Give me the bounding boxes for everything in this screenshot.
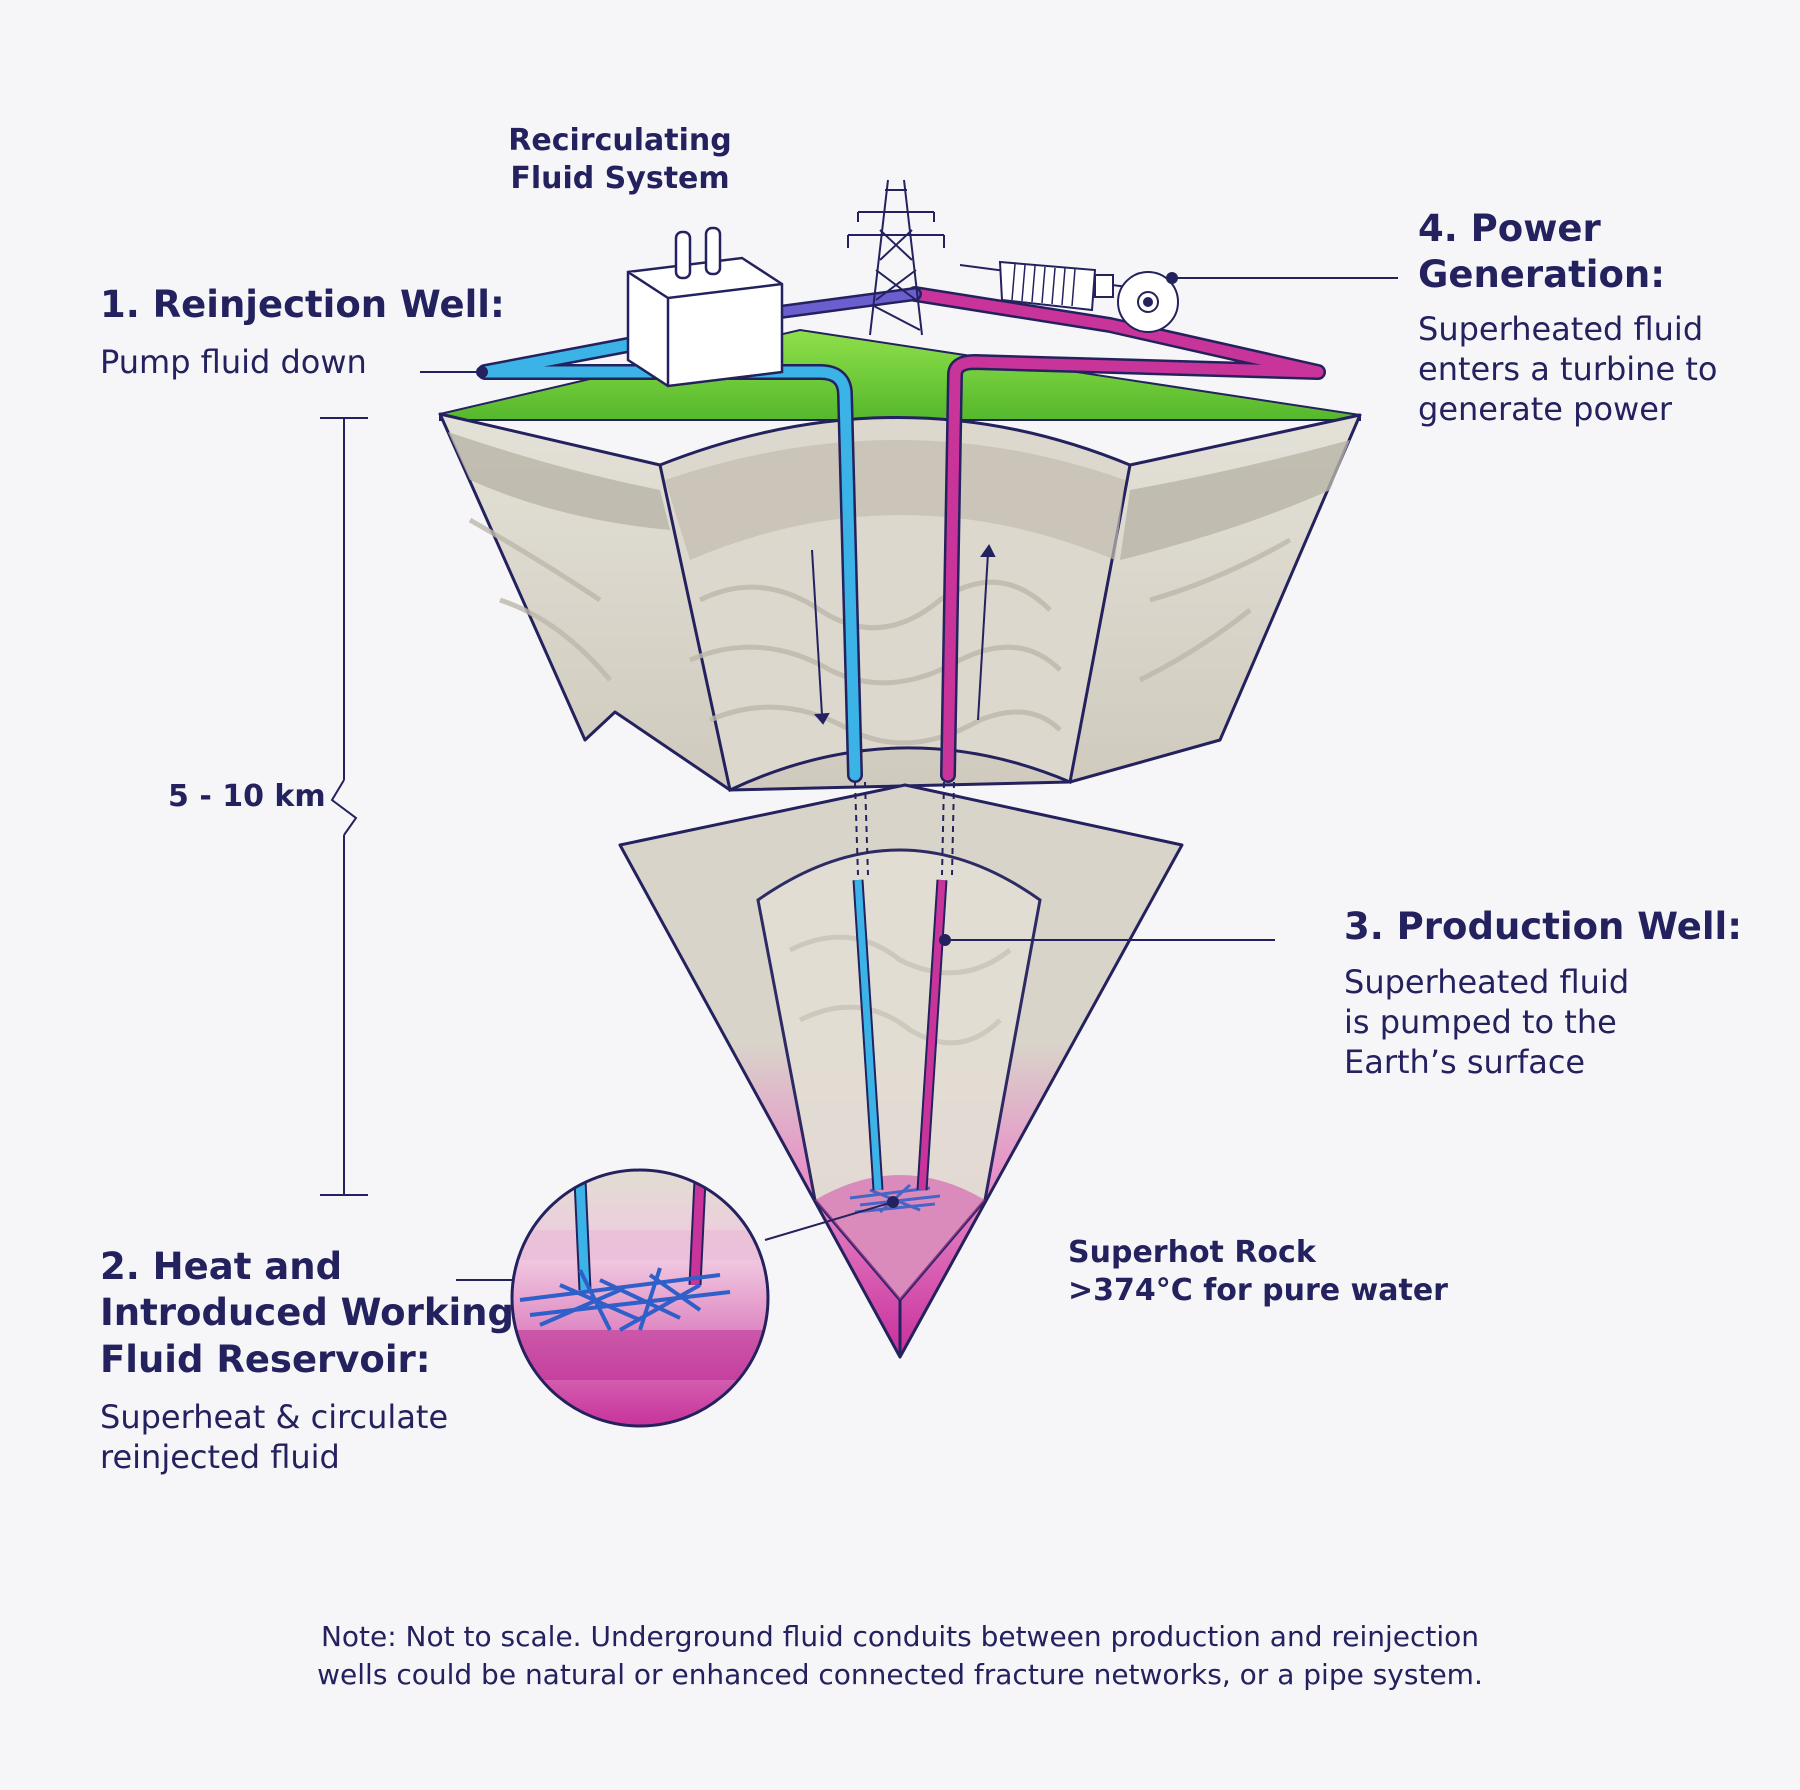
power-desc-line1: Superheated fluid [1418,309,1704,348]
reinjection-desc: Pump fluid down [100,343,367,382]
depth-label: 5 - 10 km [168,779,326,814]
footnote-line1: Note: Not to scale. Underground fluid co… [320,1620,1480,1653]
power-label: 4. Power Generation: Superheated fluid e… [1418,206,1717,429]
heat-zone [815,1175,985,1300]
power-desc-line3: generate power [1418,389,1673,428]
depth-scale [320,417,368,1196]
footnote: Note: Not to scale. Underground fluid co… [150,1618,1650,1694]
production-desc-line2: is pumped to the [1344,1003,1617,1042]
reservoir-title-line2: Introduced Working [100,1291,514,1335]
reinjection-label: 1. Reinjection Well: Pump fluid down [100,282,505,382]
strata-layer [665,440,1125,560]
production-label: 3. Production Well: Superheated fluid is… [1344,904,1742,1082]
power-title-line1: 4. Power [1418,207,1601,250]
fracture-network [519,1267,731,1332]
flow-arrows [811,544,996,725]
production-desc-line1: Superheated fluid [1344,963,1630,1002]
turbine-generator-icon [959,260,1179,333]
reservoir-title-line1: 2. Heat and [100,1245,343,1288]
reservoir-desc-line2: reinjected fluid [100,1437,340,1476]
strata-layer [1120,440,1350,560]
power-title-line2: Generation: [1418,253,1666,297]
reinjection-title: 1. Reinjection Well: [100,283,505,326]
footnote-line2: wells could be natural or enhanced conne… [317,1657,1483,1691]
recirculating-line1: Recirculating [508,123,732,158]
production-desc-line3: Earth’s surface [1344,1043,1586,1082]
power-desc-line2: enters a turbine to [1418,349,1718,388]
superhot-label: Superhot Rock >374°C for pure water [1068,1234,1448,1309]
superhot-line1: Superhot Rock [1068,1235,1316,1270]
reservoir-desc-line1: Superheat & circulate [100,1397,449,1436]
reservoir-title-line3: Fluid Reservoir: [100,1337,431,1381]
reservoir-label: 2. Heat and Introduced Working Fluid Res… [100,1244,514,1477]
lower-cutaway [756,848,1042,1303]
production-title: 3. Production Well: [1344,905,1742,948]
leader-lines [420,272,1398,1281]
rock-texture [468,517,1292,746]
recirculating-line2: Fluid System [510,160,730,196]
transmission-tower-icon [847,179,945,336]
superhot-line2: >374°C for pure water [1068,1272,1448,1308]
recirculating-building [626,226,784,388]
recirculating-label: Recirculating Fluid System [500,122,740,197]
strata-layer [448,432,670,530]
rock-texture [788,934,1012,1046]
reservoir-magnifier [510,1168,770,1428]
